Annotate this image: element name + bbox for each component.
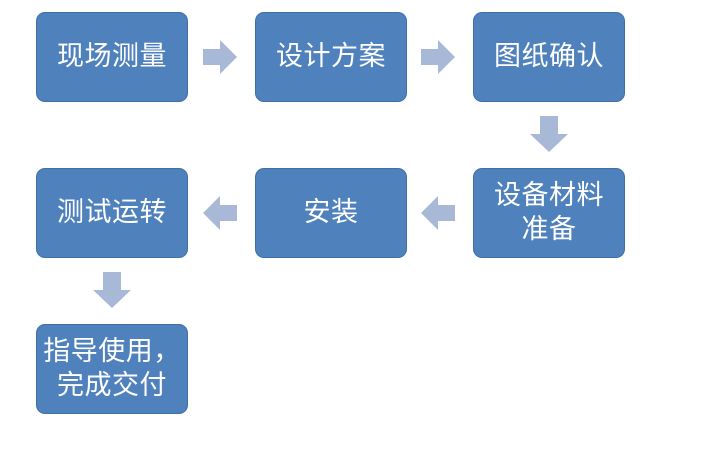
step-site-measurement: 现场测量: [36, 12, 188, 102]
step-design-plan: 设计方案: [255, 12, 407, 102]
arrow-right-icon: [421, 40, 455, 74]
step-label: 设备材料 准备: [494, 180, 604, 245]
arrow-down-icon: [530, 116, 568, 152]
step-installation: 安装: [255, 168, 407, 258]
step-label: 设计方案: [276, 41, 386, 72]
step-label: 测试运转: [57, 197, 167, 228]
arrow-left-icon: [203, 196, 237, 230]
step-label: 现场测量: [57, 41, 167, 72]
arrow-right-icon: [203, 40, 237, 74]
step-equipment-material-preparation: 设备材料 准备: [473, 168, 625, 258]
step-test-run: 测试运转: [36, 168, 188, 258]
step-label: 安装: [303, 197, 359, 228]
arrow-down-icon: [93, 272, 131, 308]
step-drawing-confirmation: 图纸确认: [473, 12, 625, 102]
step-label: 图纸确认: [494, 41, 604, 72]
step-guidance-delivery: 指导使用， 完成交付: [36, 324, 188, 414]
step-label: 指导使用， 完成交付: [43, 336, 181, 401]
arrow-left-icon: [421, 196, 455, 230]
